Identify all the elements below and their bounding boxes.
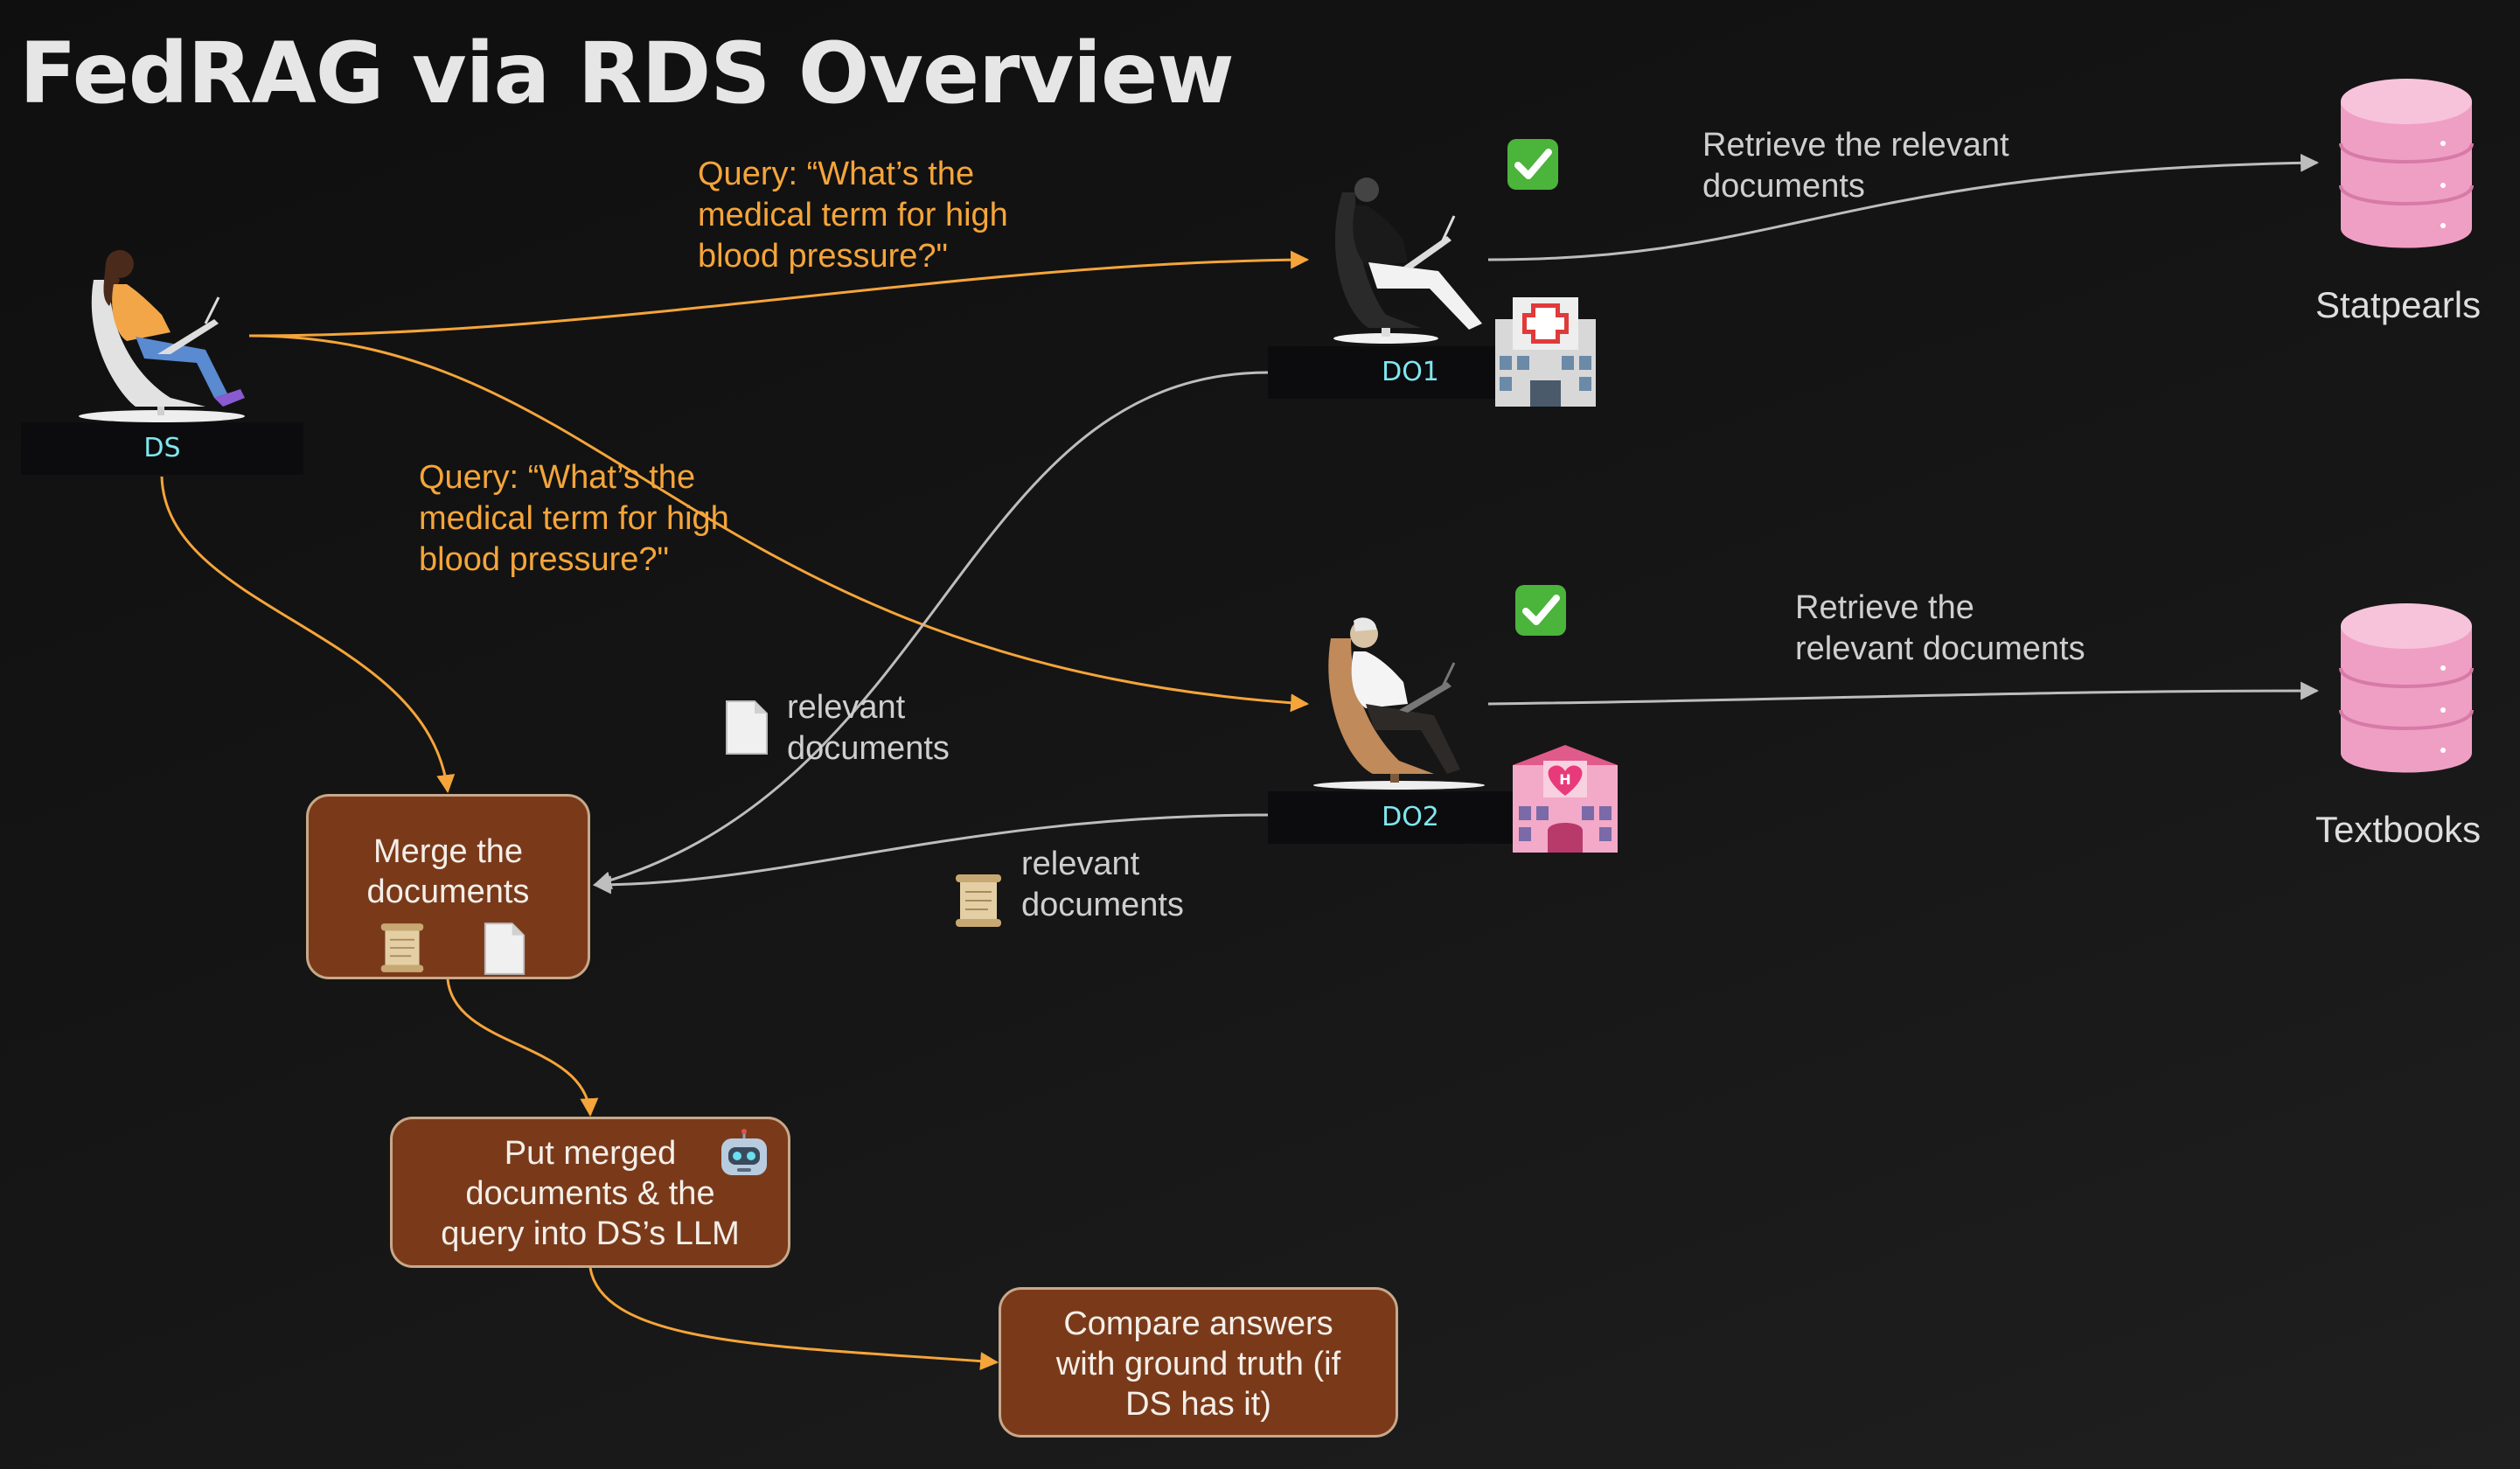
- merge-step-box: Merge the documents: [306, 794, 590, 979]
- merge-to-llm-arrow: [446, 978, 599, 1117]
- ds-to-merge-arrow: [160, 476, 456, 794]
- page-icon: [723, 700, 770, 755]
- retrieve-arrow-do1: [1487, 153, 2320, 261]
- do1-actor: [1316, 171, 1500, 345]
- query-arrow-do1: [248, 250, 1310, 338]
- query-arrow-do2: [248, 334, 1310, 713]
- robot-icon: [718, 1128, 770, 1180]
- database-icon: [2336, 75, 2476, 259]
- do2-actor: [1312, 612, 1495, 791]
- svg-text:H: H: [1559, 771, 1570, 788]
- man-laptop-icon: [1313, 617, 1485, 790]
- retrieve-label-do2: Retrieve the relevant documents: [1795, 589, 2085, 667]
- woman-laptop-icon: [79, 250, 245, 422]
- database-label-statpearls: Statpearls: [2315, 284, 2482, 325]
- relevant-docs-label-do1: relevant documents: [787, 689, 950, 767]
- check-mark-icon: [1514, 583, 1568, 637]
- page-title: FedRAG via RDS Overview: [19, 24, 1235, 122]
- retrieve-arrow-do2: [1487, 681, 2320, 706]
- compare-step-box: Compare answers with ground truth (if DS…: [999, 1287, 1398, 1438]
- scroll-icon: [379, 922, 426, 974]
- query-label-do1: Query: “What’s the medical term for high…: [698, 156, 1008, 275]
- scroll-icon: [953, 873, 1004, 929]
- man-laptop-icon: [1333, 178, 1482, 344]
- llm-to-compare-arrow: [588, 1267, 999, 1371]
- ds-actor: [74, 245, 258, 424]
- hospital-icon: [1491, 293, 1600, 411]
- return-arrow-do2: [592, 813, 1269, 895]
- love-hotel-icon: H: [1508, 743, 1622, 857]
- check-mark-icon: [1506, 137, 1560, 191]
- retrieve-label-do1: Retrieve the relevant documents: [1702, 127, 2009, 205]
- return-arrow-do1: [592, 371, 1269, 889]
- query-label-do2: Query: “What’s the medical term for high…: [419, 459, 729, 578]
- llm-step-box: Put merged documents & the query into DS…: [390, 1117, 790, 1268]
- database-icon: [2336, 600, 2476, 783]
- page-icon: [482, 922, 527, 976]
- do2-label: DO2: [1268, 791, 1553, 844]
- ds-label: DS: [21, 422, 303, 475]
- database-label-textbooks: Textbooks: [2315, 809, 2482, 850]
- relevant-docs-label-do2: relevant documents: [1021, 846, 1184, 923]
